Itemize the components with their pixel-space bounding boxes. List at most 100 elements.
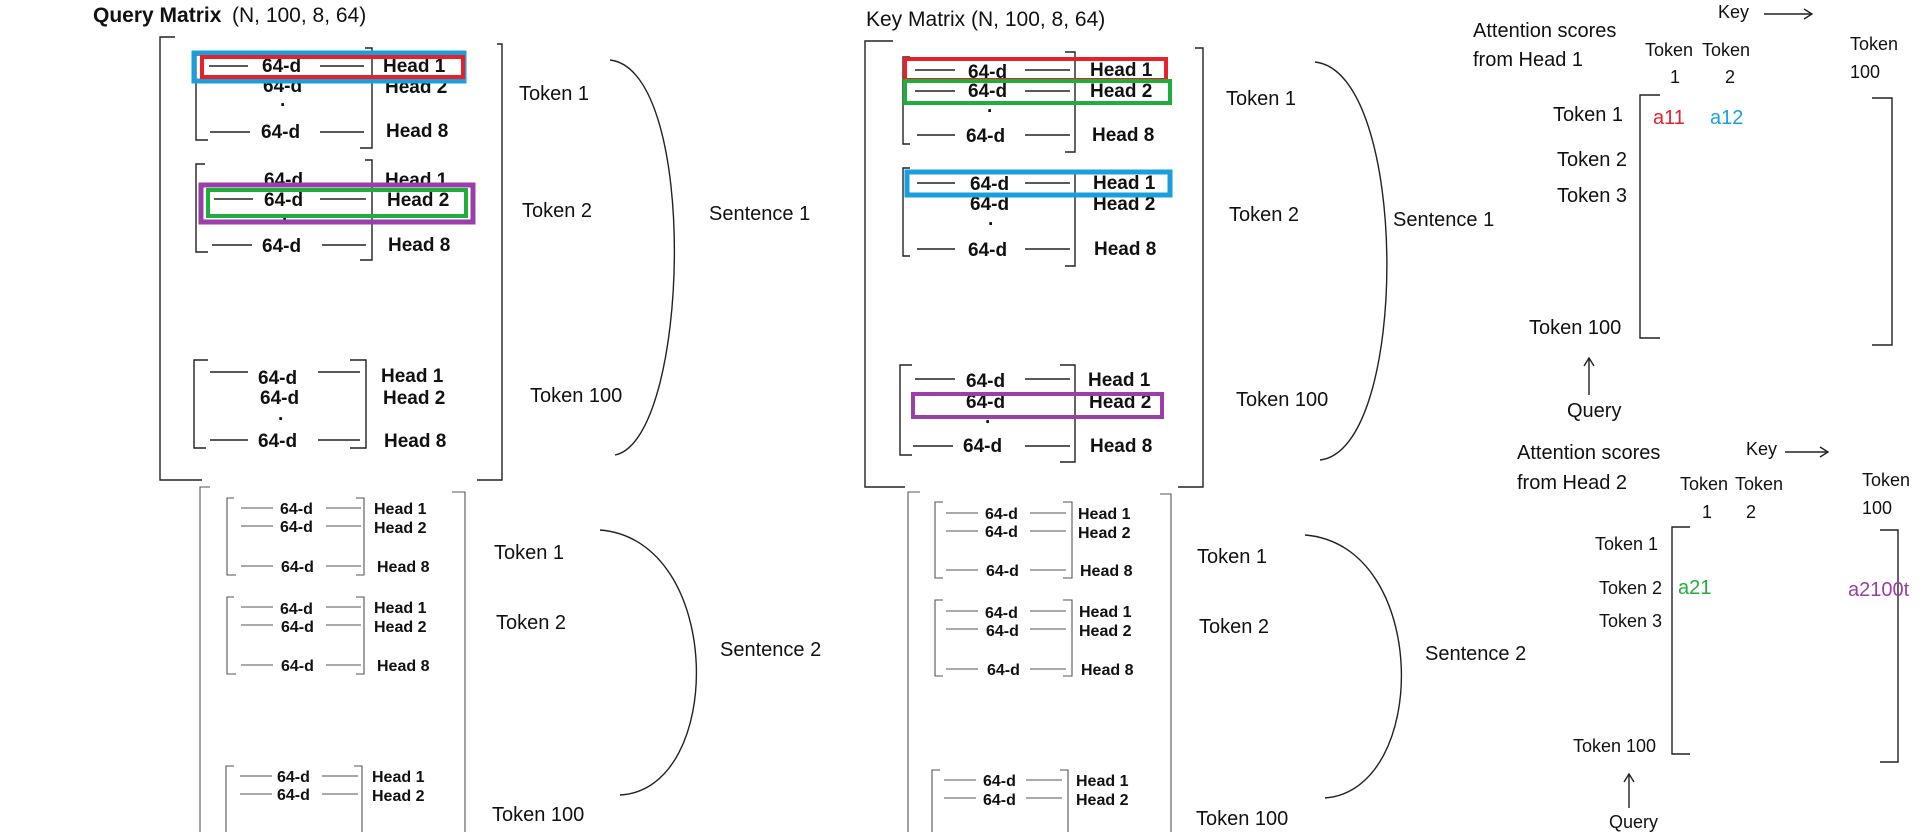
col-header-num: 100 [1862,498,1892,518]
arrow-head-icon [1583,356,1595,367]
dim-label: 64-d [966,371,1005,392]
head-label: Head 8 [1094,239,1156,260]
arrow-head-icon [1803,8,1814,20]
highlight-green-box [903,79,1172,105]
ellipsis-dot: · [988,214,994,235]
token-label: Token 1 [1226,88,1296,110]
sentence-label: Sentence 1 [1393,209,1494,231]
key-s2-token1-block: 64-d Head 1 64-d Head 2 64-d Head 8 [934,501,1133,580]
dim-label: 64-d [986,563,1019,580]
bracket-left [899,364,912,456]
scores-head1: Attention scores from Head 1 Key Token 1… [1473,2,1898,422]
sentence-brace [599,529,697,796]
bracket-right [356,596,365,675]
token-label: Token 2 [496,612,566,634]
head-label: Head 1 [374,501,427,518]
sentence-label: Sentence 2 [1425,643,1526,665]
query-token1-block: 64-d Head 1 64-d Head 2 · 64-d Head 8 [191,47,467,149]
token-label: Token 100 [492,804,584,826]
sentence-brace [1304,534,1402,799]
head-label: Head 8 [388,235,450,256]
key-outer-bracket-left [864,40,905,488]
dim-label: 64-d [280,501,313,518]
token-label: Token 1 [494,542,564,564]
col-header-num: 2 [1746,502,1756,522]
query-token100-block: 64-d Head 1 64-d Head 2 · 64-d Head 8 [193,359,446,452]
bracket-left [931,769,940,832]
dim-label: 64-d [281,658,314,675]
bracket-right [354,765,363,832]
highlight-purple-box [911,392,1164,419]
head-label: Head 2 [1079,623,1132,640]
key-token1-block: 64-d Head 1 64-d Head 2 · 64-d Head 8 [902,51,1172,153]
head-label: Head 1 [372,769,425,786]
head-label: Head 2 [383,388,445,409]
query-outer-bracket-right [477,43,503,481]
key-sentence2-bracket-left [907,491,920,832]
dim-label: 64-d [262,56,301,77]
matrix-bracket-right [1880,529,1899,763]
bracket-right [360,47,373,149]
head-label: Head 8 [377,559,430,576]
row-header: Token 1 [1595,534,1658,554]
query-label: Query [1609,812,1658,832]
bracket-left [226,497,236,576]
bracket-left [902,167,910,257]
dim-label: 64-d [983,792,1016,809]
query-matrix-shape: (N, 100, 8, 64) [232,4,366,27]
query-s2-token100-block: 64-d Head 1 64-d Head 2 [225,765,425,832]
col-header: Token [1735,474,1783,494]
bracket-right [356,497,365,576]
highlight-green-box [206,188,468,218]
scores-title-line1: Attention scores [1517,442,1660,464]
scores-title-line2: from Head 1 [1473,49,1583,71]
head-label: Head 8 [1081,662,1134,679]
dim-label: 64-d [260,388,299,409]
score-a2100: a2100t [1848,579,1910,601]
dim-label: 64-d [985,605,1018,622]
query-outer-bracket-left [159,36,202,481]
row-header: Token 1 [1553,104,1623,126]
bracket-left [934,599,943,677]
head-label: Head 1 [383,56,446,77]
col-header: Token [1645,40,1693,60]
query-matrix: Query Matrix (N, 100, 8, 64) 64-d Head 1… [93,4,821,832]
dim-label: 64-d [277,787,310,804]
query-token2-block: 64-d Head 1 64-d Head 2 · 64-d Head 8 [195,159,476,261]
key-matrix: Key Matrix (N, 100, 8, 64) 64-d Head 1 6… [864,8,1526,832]
token-label: Token 100 [530,385,622,407]
ellipsis-dot: · [985,412,991,433]
key-token100-block: 64-d Head 1 64-d Head 2 · 64-d Head 8 [899,364,1164,463]
col-header-num: 1 [1670,67,1680,87]
col-header-num: 1 [1702,502,1712,522]
scores-title-line2: from Head 2 [1517,472,1627,494]
token-label: Token 2 [1199,616,1269,638]
head-label: Head 1 [1078,506,1131,523]
sentence-brace [609,59,676,456]
dim-label: 64-d [281,619,314,636]
head-label: Head 1 [381,366,444,387]
bracket-left [934,501,943,579]
dim-label: 64-d [277,769,310,786]
bracket-right [1060,364,1076,463]
head-label: Head 2 [374,520,427,537]
dim-label: 64-d [963,436,1002,457]
head-label: Head 8 [384,431,446,452]
head-label: Head 2 [1090,81,1152,102]
head-label: Head 2 [1078,525,1131,542]
dim-label: 64-d [985,524,1018,541]
score-a12: a12 [1710,107,1743,129]
head-label: Head 2 [372,788,425,805]
bracket-right [350,359,367,449]
row-header: Token 3 [1557,185,1627,207]
key-token2-block: 64-d Head 1 64-d Head 2 · 64-d Head 8 [902,167,1173,267]
head-label: Head 1 [374,600,427,617]
dim-label: 64-d [264,170,303,191]
col-header-num: 100 [1850,62,1880,82]
dim-label: 64-d [281,559,314,576]
col-header: Token [1862,470,1910,490]
col-header: Token [1850,34,1898,54]
dim-label: 64-d [258,368,297,389]
token-label: Token 2 [522,200,592,222]
